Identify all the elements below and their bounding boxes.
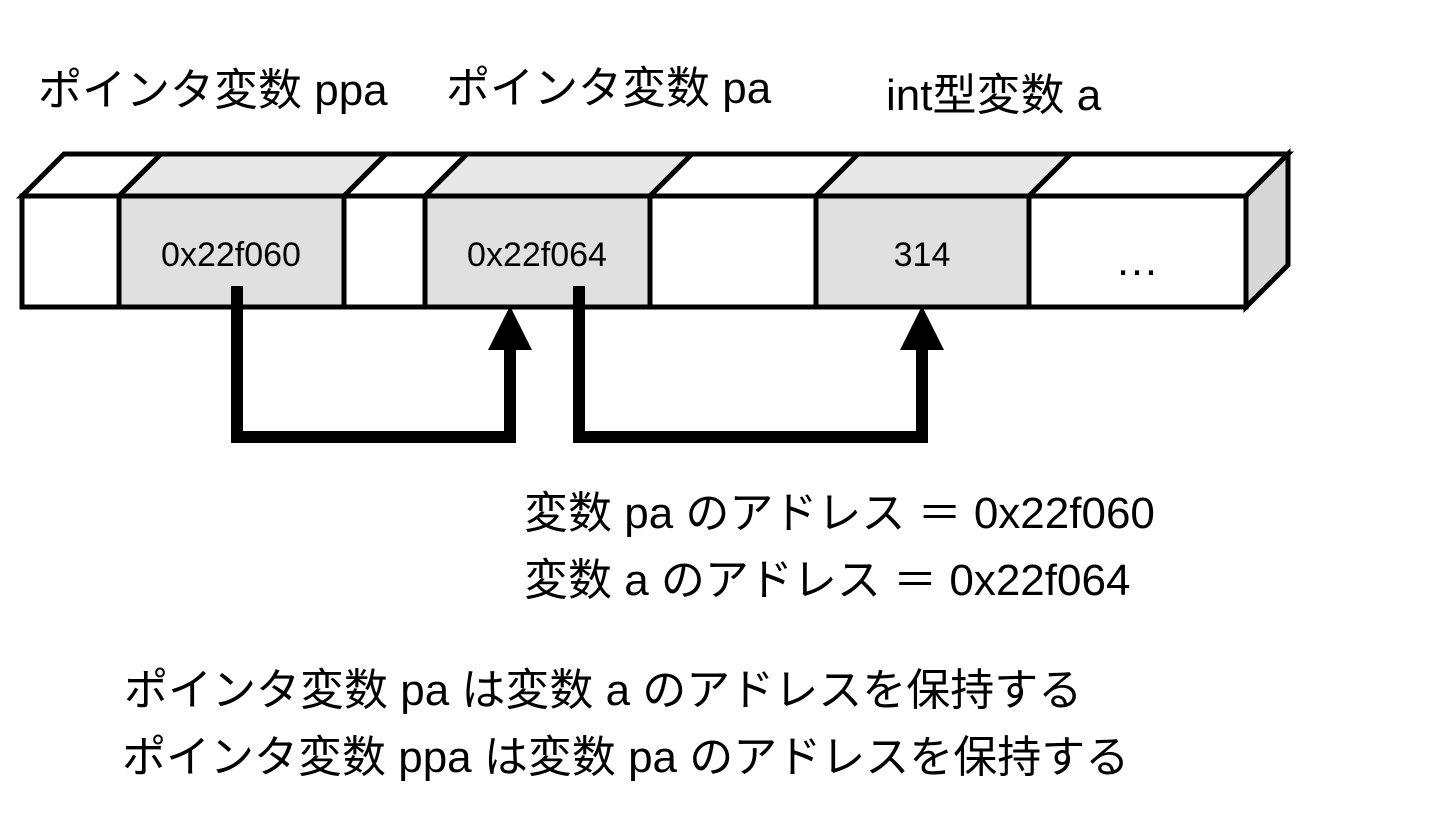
arrow-ppa-to-pa bbox=[231, 286, 516, 443]
cell-value-a: 314 bbox=[894, 236, 951, 274]
variable-label-ppa: ポインタ変数 ppa bbox=[38, 66, 388, 115]
address-note-pa: 変数 pa のアドレス ＝ 0x22f060 bbox=[524, 489, 1155, 538]
memory-strip: 0x22f060 0x22f064 314 … bbox=[15, 147, 1295, 314]
memory-cell-2 bbox=[341, 193, 428, 310]
cell-value-ppa: 0x22f060 bbox=[161, 236, 301, 274]
arrowhead-a bbox=[900, 306, 944, 350]
arrowhead-pa bbox=[488, 306, 532, 350]
variable-label-pa: ポインタ変数 pa bbox=[446, 64, 772, 113]
memory-top-face-3 bbox=[418, 151, 699, 199]
memory-cell-5 bbox=[813, 193, 1032, 310]
memory-cell-0 bbox=[19, 193, 122, 310]
cell-ellipsis: … bbox=[1115, 236, 1159, 285]
pointer-arrows bbox=[231, 286, 944, 443]
explanation-ppa: ポインタ変数 ppa は変数 pa のアドレスを保持する bbox=[122, 733, 1129, 782]
memory-top-face-1 bbox=[112, 151, 393, 199]
address-note-a: 変数 a のアドレス ＝ 0x22f064 bbox=[524, 556, 1130, 605]
explanation-pa: ポインタ変数 pa は変数 a のアドレスを保持する bbox=[124, 666, 1082, 715]
arrow-pa-to-a bbox=[573, 286, 928, 443]
memory-cell-4 bbox=[647, 193, 819, 310]
cell-value-pa: 0x22f064 bbox=[467, 236, 607, 274]
memory-cell-6 bbox=[1026, 193, 1249, 310]
variable-label-a: int型変数 a bbox=[886, 71, 1102, 120]
